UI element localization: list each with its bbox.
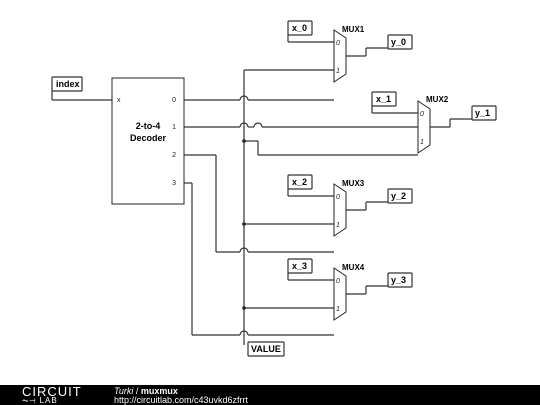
decoder-pin-x: x: [117, 97, 121, 104]
mux2-label: MUX2: [426, 95, 449, 104]
mux3-pin-1: 1: [336, 222, 340, 229]
decoder-pin-1: 1: [172, 124, 176, 131]
junction-dot: [242, 139, 246, 143]
author-link[interactable]: Turki: [114, 386, 134, 396]
byline-separator: /: [133, 386, 141, 396]
decoder-pin-0: 0: [172, 97, 176, 104]
node-tag-x3[interactable]: x_3: [287, 258, 313, 280]
mux2-pin-0: 0: [420, 111, 424, 118]
node-label-x0: x_0: [292, 23, 307, 33]
decoder-body[interactable]: [111, 77, 185, 205]
mux2[interactable]: MUX2 0 1: [417, 95, 449, 154]
mux1-pin-1: 1: [336, 68, 340, 75]
wire-dec-out1-hop2: [253, 122, 263, 128]
circuitlab-logo-bottom[interactable]: ⏦⊣LAB: [22, 397, 58, 405]
mux1-label: MUX1: [342, 25, 365, 34]
circuit-byline: Turki / muxmux: [114, 386, 178, 396]
decoder-block[interactable]: 2-to-4 Decoder x 0 1 2 3: [111, 77, 185, 205]
node-label-index: index: [56, 79, 80, 89]
node-tag-value[interactable]: VALUE: [247, 341, 285, 357]
node-label-x1: x_1: [376, 94, 391, 104]
junctions: [242, 139, 246, 310]
node-tag-y2[interactable]: y_2: [387, 188, 413, 204]
mux1-body[interactable]: [333, 29, 347, 83]
mux3-label: MUX3: [342, 179, 365, 188]
mux2-body[interactable]: [417, 100, 431, 154]
node-tag-x0[interactable]: x_0: [287, 20, 313, 42]
schematic-svg: 2-to-4 Decoder x 0 1 2 3 MUX1 0 1 MUX2 0…: [51, 20, 497, 357]
node-label-y1: y_1: [475, 108, 490, 118]
node-tag-y1[interactable]: y_1: [471, 105, 497, 121]
footer-bar: CIRCUIT ⏦⊣LAB Turki / muxmux http://circ…: [0, 385, 540, 405]
decoder-pin-2: 2: [172, 152, 176, 159]
mux4-body[interactable]: [333, 267, 347, 321]
mux1-pin-0: 0: [336, 40, 340, 47]
node-label-value: VALUE: [251, 344, 281, 354]
node-tag-index[interactable]: index: [51, 76, 83, 100]
node-tag-x1[interactable]: x_1: [371, 91, 397, 113]
junction-dot: [242, 306, 246, 310]
node-label-y3: y_3: [391, 275, 406, 285]
node-label-y0: y_0: [391, 37, 406, 47]
mux3-pin-0: 0: [336, 194, 340, 201]
mux4-pin-1: 1: [336, 306, 340, 313]
node-label-x3: x_3: [292, 261, 307, 271]
logo-lab-text: LAB: [39, 396, 58, 405]
wires: [52, 41, 472, 345]
circuit-url[interactable]: http://circuitlab.com/c43uvkd6zfrrt: [114, 395, 249, 405]
decoder-title-1: 2-to-4: [136, 121, 161, 131]
node-label-x2: x_2: [292, 177, 307, 187]
node-label-y2: y_2: [391, 191, 406, 201]
circuitlab-logo-top[interactable]: CIRCUIT: [22, 384, 82, 399]
mux4-pin-0: 0: [336, 278, 340, 285]
node-tag-y3[interactable]: y_3: [387, 272, 413, 288]
node-tag-x2[interactable]: x_2: [287, 174, 313, 196]
junction-dot: [242, 222, 246, 226]
node-tag-y0[interactable]: y_0: [387, 34, 413, 50]
circuit-title[interactable]: muxmux: [140, 386, 178, 396]
decoder-title-2: Decoder: [130, 133, 167, 143]
mux2-pin-1: 1: [420, 139, 424, 146]
mux1[interactable]: MUX1 0 1: [333, 25, 365, 83]
mux4-label: MUX4: [342, 263, 365, 272]
resistor-icon: ⏦⊣: [22, 396, 37, 405]
decoder-pin-3: 3: [172, 180, 176, 187]
mux4[interactable]: MUX4 0 1: [333, 263, 365, 321]
mux3[interactable]: MUX3 0 1: [333, 179, 365, 237]
mux3-body[interactable]: [333, 183, 347, 237]
